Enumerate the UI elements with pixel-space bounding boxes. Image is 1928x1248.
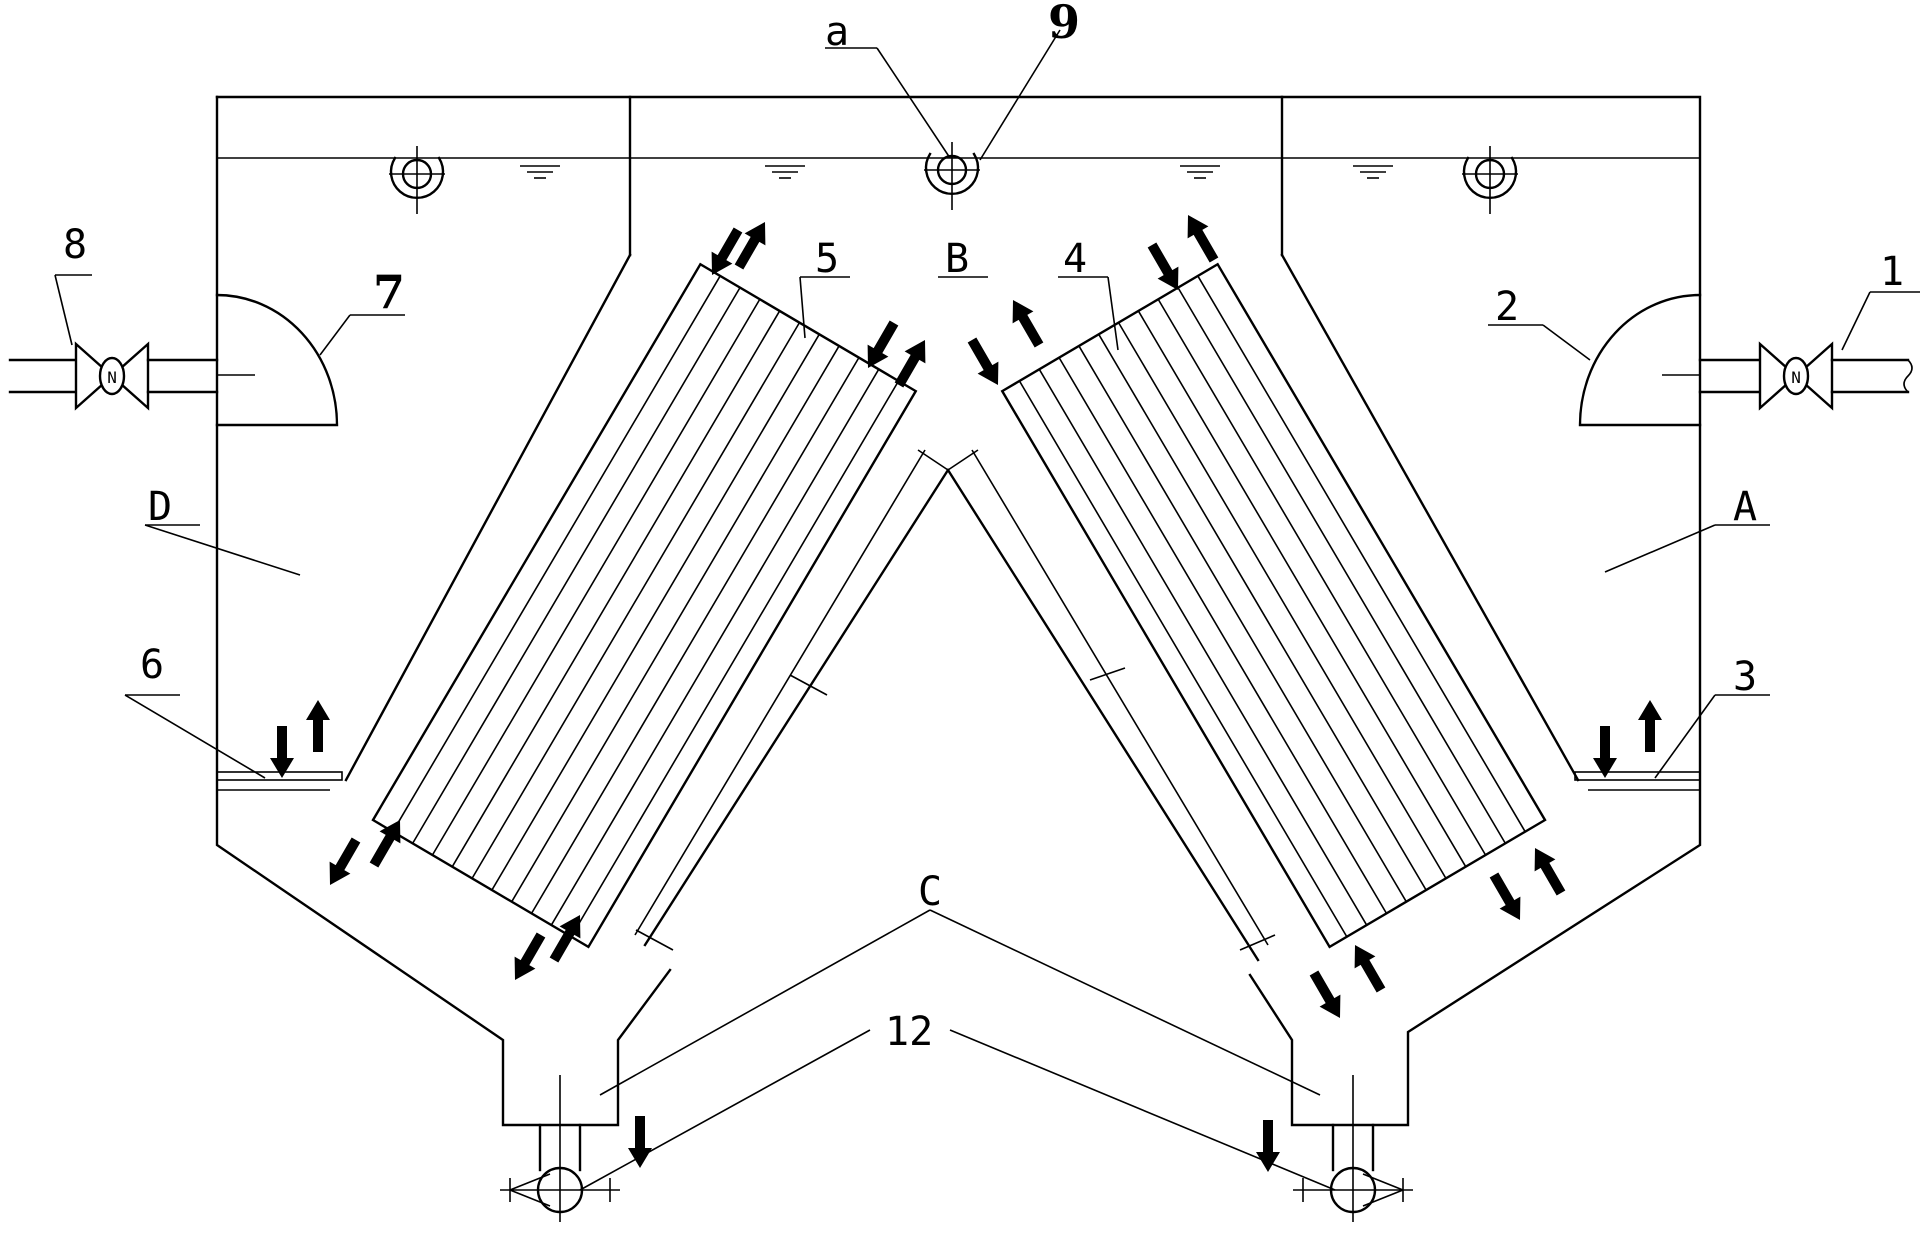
label-B: B: [945, 236, 969, 282]
label-8: 8: [63, 222, 87, 268]
label-a: a: [825, 9, 849, 55]
outlet-hub-right: [1460, 144, 1520, 216]
label-4: 4: [1063, 236, 1087, 282]
internal-walls: [344, 253, 1580, 962]
water-level-marks: [520, 165, 1393, 179]
label-7: 7: [373, 265, 405, 319]
label-C: C: [918, 869, 942, 915]
lamella-pack-right: [1000, 262, 1547, 949]
label-9: 9: [1048, 0, 1080, 49]
label-1: 1: [1880, 249, 1904, 295]
sludge-pipe-right: [1293, 1075, 1413, 1222]
lamella-pack-left: [371, 262, 918, 949]
label-3: 3: [1733, 654, 1757, 700]
perforated-plate-left-6: [216, 771, 343, 791]
outlet-hub-left: [387, 144, 447, 216]
baffle-right-2: [1578, 293, 1702, 427]
label-5: 5: [815, 236, 839, 282]
label-12: 12: [885, 1009, 933, 1055]
label-2: 2: [1495, 284, 1519, 330]
leader-lines: [54, 29, 1920, 1191]
outlet-hub-center: [922, 140, 982, 212]
sludge-pipe-left: [500, 1075, 620, 1222]
perforated-plate-right-3: [1574, 771, 1701, 791]
inlet-pipe-right: [1698, 342, 1913, 410]
label-A: A: [1733, 484, 1757, 530]
label-D: D: [148, 484, 172, 530]
baffle-left-7: [215, 293, 339, 427]
support-spacers: [635, 449, 1276, 951]
outlet-pipe-left: [8, 342, 219, 410]
label-6: 6: [140, 642, 164, 688]
